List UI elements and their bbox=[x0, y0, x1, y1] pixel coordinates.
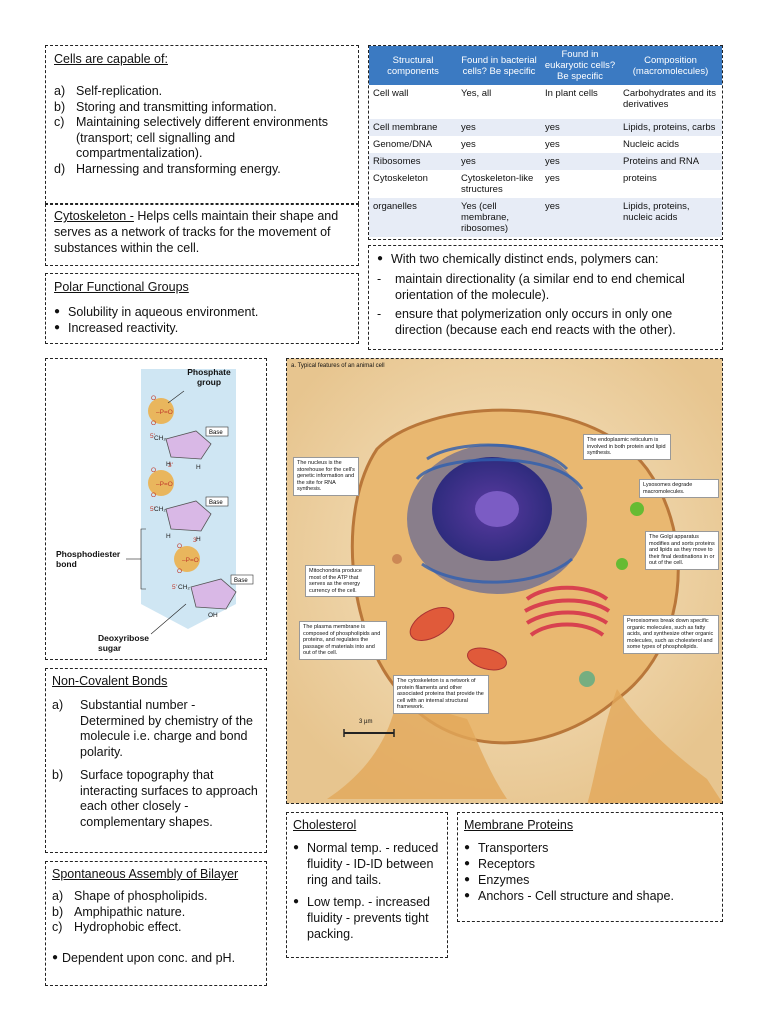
svg-text:O: O bbox=[177, 543, 182, 550]
list-item: b)Surface topography that interacting su… bbox=[52, 768, 258, 829]
bilayer-assembly-box: Spontaneous Assembly of Bilayer a)Shape … bbox=[45, 861, 267, 986]
svg-text:3': 3' bbox=[168, 462, 173, 469]
polymer-list: -maintain directionality (a similar end … bbox=[377, 271, 714, 338]
table-header-row: Structural components Found in bacterial… bbox=[369, 46, 722, 85]
bilayer-list: a)Shape of phospholipids. b)Amphipathic … bbox=[52, 889, 260, 936]
mitochondria-label: Mitochondria produce most of the ATP tha… bbox=[305, 565, 375, 597]
list-item: ●Low temp. - increased fluidity - preven… bbox=[293, 895, 430, 941]
list-item: ●Transporters bbox=[464, 841, 549, 855]
svg-text:–P=O: –P=O bbox=[156, 481, 173, 488]
scale-bar-label: 3 µm bbox=[359, 719, 373, 725]
list-item: ●Anchors - Cell structure and shape. bbox=[464, 889, 674, 903]
cytoskeleton-text: Cytoskeleton - Helps cells maintain thei… bbox=[54, 209, 339, 255]
svg-text:Base: Base bbox=[209, 430, 223, 436]
list-item: ●Dependent upon conc. and pH. bbox=[52, 950, 236, 965]
list-item: c)Maintaining selectively different envi… bbox=[54, 115, 328, 160]
list-item: ●Enzymes bbox=[464, 873, 530, 887]
membrane-box-title: Membrane Proteins bbox=[464, 818, 574, 832]
svg-text:CH₂: CH₂ bbox=[154, 506, 166, 513]
list-item: -ensure that polymerization only occurs … bbox=[377, 307, 676, 337]
svg-text:Base: Base bbox=[234, 578, 248, 584]
phosphate-group-label: Phosphate group bbox=[187, 367, 231, 387]
svg-text:5': 5' bbox=[150, 433, 155, 440]
er-label: The endoplasmic reticulum is involved in… bbox=[583, 434, 671, 460]
list-item: a)Substantial number - Determined by che… bbox=[52, 698, 253, 759]
col-header: Found in bacterial cells? Be specific bbox=[457, 46, 541, 85]
polar-list: ●Solubility in aqueous environment. ●Inc… bbox=[54, 304, 350, 336]
svg-text:CH₂: CH₂ bbox=[178, 584, 190, 591]
polar-box-title: Polar Functional Groups bbox=[54, 280, 189, 294]
svg-text:O: O bbox=[151, 420, 156, 427]
structures-table-box: Structural components Found in bacterial… bbox=[368, 45, 723, 240]
svg-text:O: O bbox=[151, 467, 156, 474]
cholesterol-list: ●Normal temp. - reduced fluidity - ID-ID… bbox=[293, 840, 441, 942]
plasma-membrane-label: The plasma membrane is composed of phosp… bbox=[299, 621, 387, 660]
nucleus-label: The nucleus is the storehouse for the ce… bbox=[293, 457, 359, 496]
peroxisomes-label: Peroxisomes break down specific organic … bbox=[623, 615, 719, 654]
polar-groups-box: Polar Functional Groups ●Solubility in a… bbox=[45, 273, 359, 344]
svg-text:CH₂: CH₂ bbox=[154, 435, 166, 442]
cytoskeleton-label: The cytoskeleton is a network of protein… bbox=[393, 675, 489, 714]
list-item: ●Solubility in aqueous environment. bbox=[54, 305, 259, 319]
svg-text:Base: Base bbox=[209, 500, 223, 506]
cells-box-title: Cells are capable of: bbox=[54, 52, 168, 66]
cells-capabilities-box: Cells are capable of: a)Self-replication… bbox=[45, 45, 359, 204]
list-item: ●Increased reactivity. bbox=[54, 321, 179, 335]
cells-list: a)Self-replication. b)Storing and transm… bbox=[54, 84, 350, 177]
svg-text:H: H bbox=[166, 533, 171, 540]
svg-text:O: O bbox=[151, 492, 156, 499]
cholesterol-box: Cholesterol ●Normal temp. - reduced flui… bbox=[286, 812, 448, 958]
list-item: -maintain directionality (a similar end … bbox=[377, 272, 685, 302]
list-item: a)Self-replication. bbox=[54, 84, 163, 98]
svg-text:3': 3' bbox=[193, 537, 198, 544]
animal-cell-figure-box: a. Typical features of an animal cell Th… bbox=[286, 358, 723, 804]
phosphodiester-bond-label: Phosphodiester bond bbox=[56, 549, 121, 569]
noncovalent-list: a)Substantial number - Determined by che… bbox=[52, 698, 260, 830]
svg-text:O: O bbox=[151, 395, 156, 402]
col-header: Structural components bbox=[369, 46, 457, 85]
polymer-intro: ●With two chemically distinct ends, poly… bbox=[377, 252, 659, 266]
cell-figure-caption: a. Typical features of an animal cell bbox=[291, 363, 385, 369]
deoxyribose-sugar-label: Deoxyribose sugar bbox=[98, 633, 150, 653]
membrane-proteins-box: Membrane Proteins ●Transporters ●Recepto… bbox=[457, 812, 723, 922]
membrane-proteins-list: ●Transporters ●Receptors ●Enzymes ●Ancho… bbox=[464, 840, 716, 904]
bilayer-box-title: Spontaneous Assembly of Bilayer bbox=[52, 867, 239, 881]
svg-text:H: H bbox=[166, 461, 171, 468]
cholesterol-box-title: Cholesterol bbox=[293, 818, 357, 832]
dna-backbone-diagram: O–P=OO O–P=OO O–P=OO 5'5'5' 3'3' CH₂CH₂C… bbox=[126, 369, 254, 635]
col-header: Composition (macromolecules) bbox=[619, 46, 722, 85]
list-item: ●Receptors bbox=[464, 857, 535, 871]
list-item: b)Storing and transmitting information. bbox=[54, 99, 277, 114]
svg-text:H: H bbox=[196, 464, 201, 471]
noncovalent-box-title: Non-Covalent Bonds bbox=[52, 674, 168, 688]
svg-text:–P=O: –P=O bbox=[182, 557, 199, 564]
cytoskeleton-box: Cytoskeleton - Helps cells maintain thei… bbox=[45, 204, 359, 266]
svg-text:–P=O: –P=O bbox=[156, 409, 173, 416]
noncovalent-box: Non-Covalent Bonds a)Substantial number … bbox=[45, 668, 267, 853]
svg-text:H: H bbox=[196, 536, 201, 543]
structures-table: Structural components Found in bacterial… bbox=[369, 46, 722, 237]
list-item: b)Amphipathic nature. bbox=[52, 904, 186, 919]
polymer-box: ●With two chemically distinct ends, poly… bbox=[368, 245, 723, 350]
golgi-label: The Golgi apparatus modifies and sorts p… bbox=[645, 531, 719, 570]
bilayer-note: ●Dependent upon conc. and pH. bbox=[52, 950, 260, 966]
lysosomes-label: Lysosomes degrade macromolecules. bbox=[639, 479, 719, 498]
svg-text:5': 5' bbox=[172, 584, 177, 591]
list-item: ●Normal temp. - reduced fluidity - ID-ID… bbox=[293, 841, 439, 887]
svg-text:OH: OH bbox=[208, 612, 218, 619]
list-item: c)Hydrophobic effect. bbox=[52, 920, 182, 934]
svg-text:O: O bbox=[177, 568, 182, 575]
list-item: a)Shape of phospholipids. bbox=[52, 889, 208, 903]
svg-text:5': 5' bbox=[150, 506, 155, 513]
col-header: Found in eukaryotic cells? Be specific bbox=[541, 46, 619, 85]
list-item: d)Harnessing and transforming energy. bbox=[54, 161, 281, 176]
